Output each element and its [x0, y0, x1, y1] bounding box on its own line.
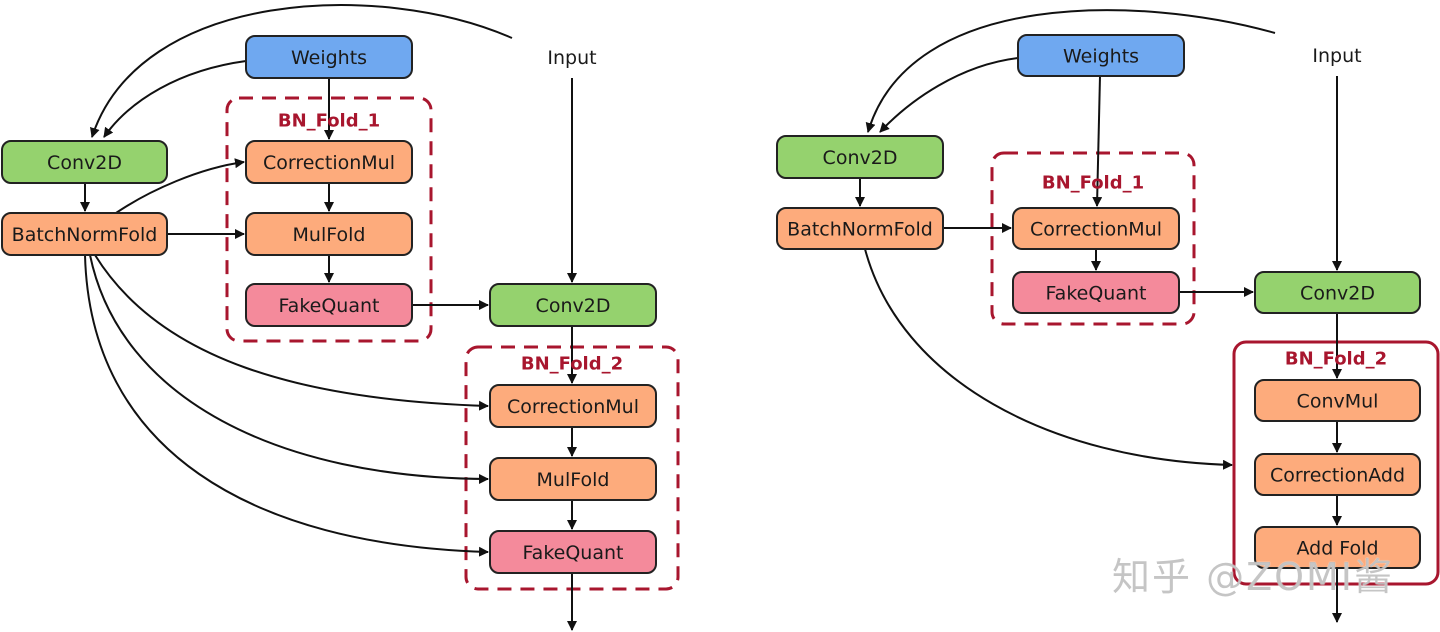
left-node-mulfold-2-label: MulFold — [537, 469, 610, 491]
right-node-weights-box — [1017, 34, 1185, 77]
right-group-bn-fold-1-border — [990, 151, 1196, 326]
right-node-correctionadd-label: CorrectionAdd — [1270, 465, 1405, 487]
left-node-fakequant-1-label: FakeQuant — [279, 295, 380, 317]
left-node-correctionmul-2-box — [489, 384, 657, 428]
left-node-fakequant-2: FakeQuant — [489, 530, 657, 574]
right-group-bn-fold-1-title: BN_Fold_1 — [1042, 173, 1144, 194]
right-node-addfold-label: Add Fold — [1296, 538, 1378, 560]
left-node-weights-label: Weights — [291, 47, 367, 69]
right-node-conv2d-b-box — [1254, 271, 1421, 314]
right-node-weights: Weights — [1017, 34, 1185, 77]
right-group-bn-fold-1 — [990, 151, 1196, 326]
right-edge-weights-conv — [879, 57, 1019, 133]
left-node-batchnormfold-label: BatchNormFold — [12, 224, 158, 246]
right-node-correctionmul-1-box — [1012, 207, 1180, 250]
right-node-fakequant-1-label: FakeQuant — [1046, 283, 1147, 305]
left-node-fakequant-1: FakeQuant — [245, 283, 413, 327]
right-node-conv2d-a-box — [776, 135, 944, 179]
left-input-label: Input — [547, 47, 596, 69]
right-node-conv2d-a: Conv2D — [776, 135, 944, 179]
left-node-correctionmul-2-label: CorrectionMul — [507, 396, 639, 418]
right-edge-input-arc — [865, 9, 1276, 133]
left-node-fakequant-2-label: FakeQuant — [523, 542, 624, 564]
left-node-conv2d-a: Conv2D — [1, 140, 168, 184]
left-node-mulfold-1-label: MulFold — [293, 224, 366, 246]
left-group-bn-fold-1 — [225, 96, 433, 343]
right-group-bn-fold-2-title: BN_Fold_2 — [1285, 349, 1387, 370]
right-node-weights-label: Weights — [1063, 46, 1139, 68]
left-node-conv2d-b: Conv2D — [489, 283, 657, 327]
left-node-correctionmul-1-label: CorrectionMul — [263, 152, 395, 174]
right-node-correctionmul-1: CorrectionMul — [1012, 207, 1180, 250]
right-node-batchnormfold: BatchNormFold — [776, 207, 944, 250]
right-node-batchnormfold-label: BatchNormFold — [787, 219, 933, 241]
left-node-mulfold-2: MulFold — [489, 457, 657, 501]
left-node-mulfold-2-box — [489, 457, 657, 501]
left-group-bn-fold-1-title: BN_Fold_1 — [278, 111, 380, 132]
left-node-conv2d-b-label: Conv2D — [536, 295, 611, 317]
right-node-fakequant-1-box — [1012, 271, 1180, 314]
left-node-weights: Weights — [245, 35, 413, 79]
left-node-weights-box — [245, 35, 413, 79]
left-node-conv2d-a-label: Conv2D — [47, 152, 122, 174]
right-input-label: Input — [1312, 45, 1361, 67]
right-node-fakequant-1: FakeQuant — [1012, 271, 1180, 314]
left-node-fakequant-1-box — [245, 283, 413, 327]
right-node-batchnormfold-box — [776, 207, 944, 250]
left-node-fakequant-2-box — [489, 530, 657, 574]
left-node-mulfold-1-box — [245, 212, 413, 256]
right-node-conv2d-b-label: Conv2D — [1300, 283, 1375, 305]
right-node-addfold-box — [1254, 526, 1421, 569]
left-node-batchnormfold: BatchNormFold — [1, 212, 168, 256]
left-edge-bn-cm1 — [115, 158, 245, 214]
right-edge-weights-cm1 — [1092, 75, 1103, 207]
right-node-conv2d-a-label: Conv2D — [823, 147, 898, 169]
right-node-convmul: ConvMul — [1254, 379, 1421, 422]
left-node-conv2d-a-box — [1, 140, 168, 184]
left-node-correctionmul-2: CorrectionMul — [489, 384, 657, 428]
left-node-correctionmul-1-box — [245, 140, 413, 184]
left-edge-bn-fq2 — [84, 254, 489, 557]
left-group-bn-fold-1-border — [225, 96, 433, 343]
right-edge-bn-group2 — [864, 248, 1233, 470]
right-node-correctionadd-box — [1254, 453, 1421, 496]
right-node-convmul-box — [1254, 379, 1421, 422]
right-node-addfold: Add Fold — [1254, 526, 1421, 569]
left-edge-bn-cm2 — [94, 254, 489, 411]
left-edge-input-arc — [90, 4, 513, 138]
left-group-bn-fold-2-title: BN_Fold_2 — [521, 354, 623, 375]
left-node-conv2d-b-box — [489, 283, 657, 327]
left-node-batchnormfold-box — [1, 212, 168, 256]
left-node-correctionmul-1: CorrectionMul — [245, 140, 413, 184]
right-node-correctionmul-1-label: CorrectionMul — [1030, 219, 1162, 241]
watermark: 知乎 @ZOMI酱 — [1112, 555, 1395, 599]
left-edge-bn-mf2 — [89, 254, 489, 484]
right-node-conv2d-b: Conv2D — [1254, 271, 1421, 314]
left-node-mulfold-1: MulFold — [245, 212, 413, 256]
right-node-convmul-label: ConvMul — [1297, 391, 1379, 413]
right-node-correctionadd: CorrectionAdd — [1254, 453, 1421, 496]
left-edge-weights-conv — [103, 60, 247, 138]
